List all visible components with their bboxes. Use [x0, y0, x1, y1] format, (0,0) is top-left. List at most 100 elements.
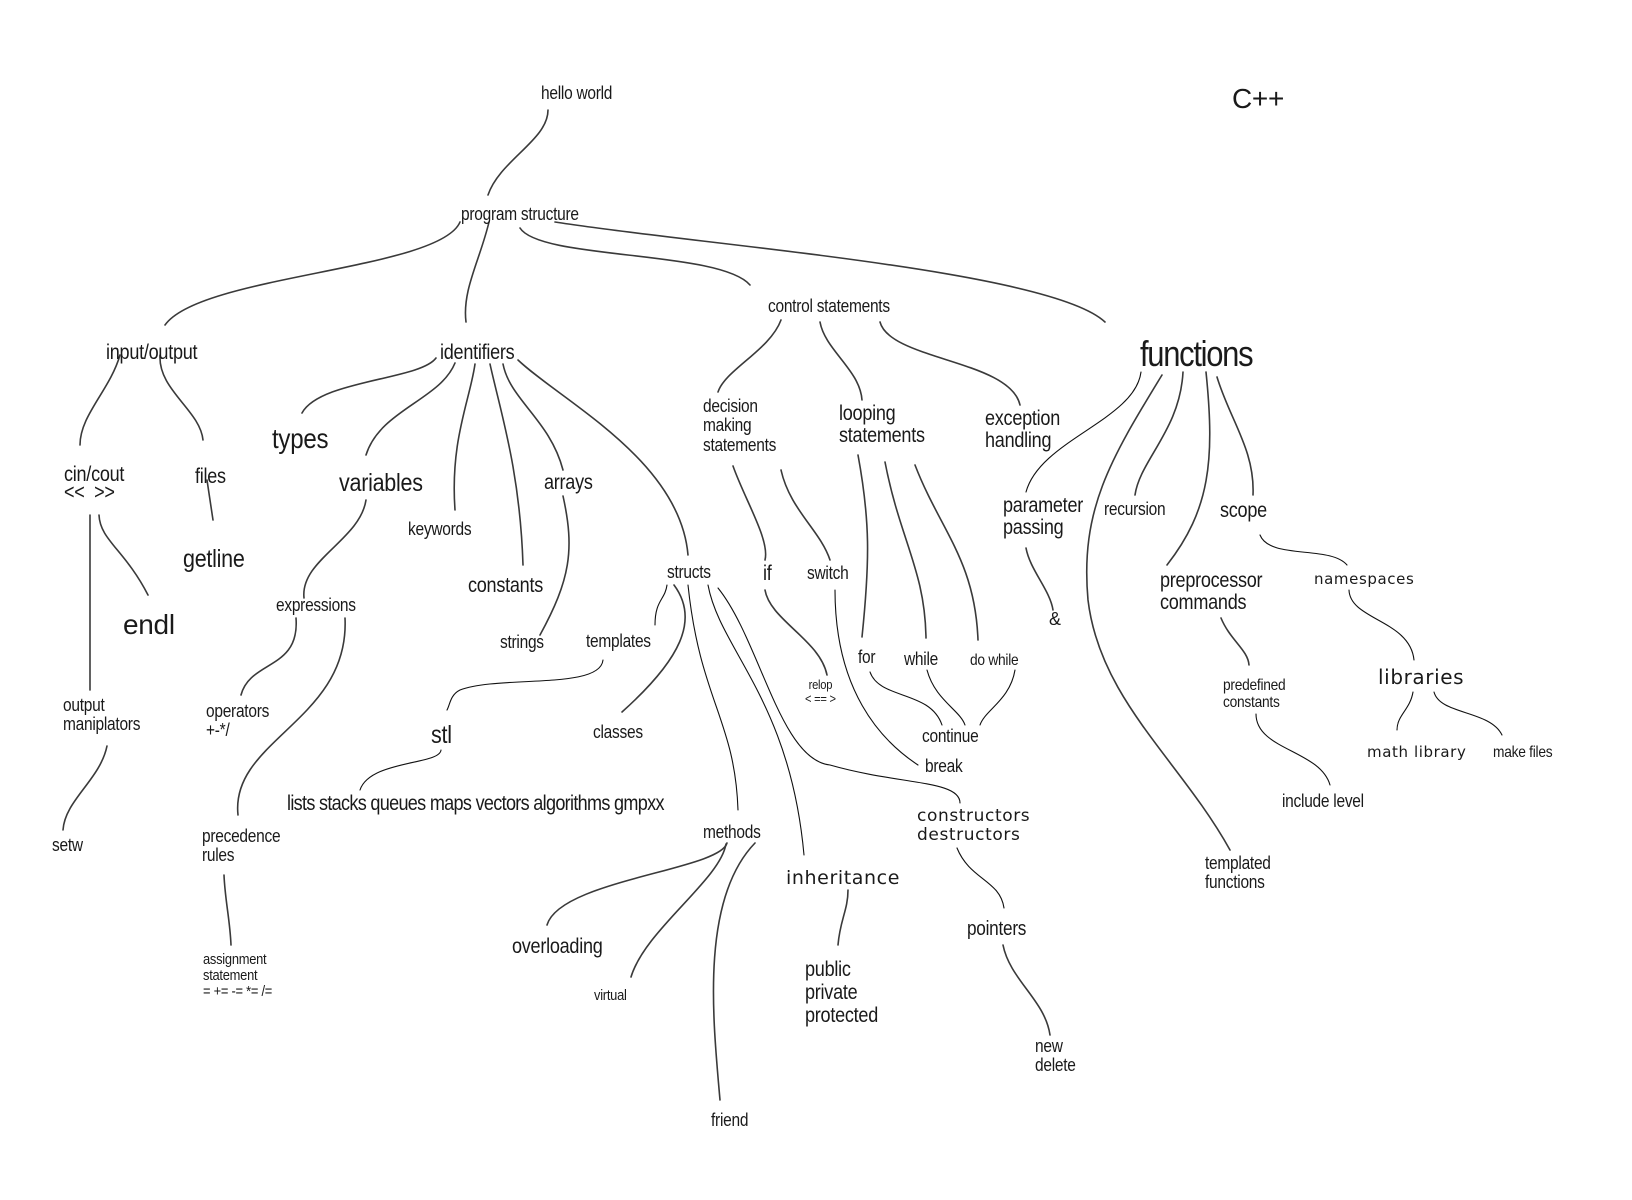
node-precedence-rules: precedence rules: [202, 826, 281, 865]
edge-methods-virtual: [630, 843, 727, 978]
node-math-library: math library: [1367, 743, 1467, 761]
edge-functions-recursion: [1134, 371, 1184, 496]
node-endl: endl: [123, 609, 175, 640]
edge-functions-scope: [1216, 376, 1254, 496]
node-output-manipulators: output maniplators: [63, 695, 141, 734]
node-structs: structs: [667, 562, 711, 582]
edge-libraries-math: [1396, 691, 1414, 731]
edge-structs-inheritance: [707, 584, 805, 856]
edge-program-structure-control-statements: [519, 227, 751, 286]
node-overloading: overloading: [512, 935, 603, 958]
node-strings: strings: [500, 632, 544, 652]
node-switch: switch: [807, 563, 849, 583]
node-setw: setw: [52, 835, 83, 855]
node-input-output: input/output: [106, 341, 198, 364]
node-hello-world: hello world: [541, 83, 613, 103]
edge-constructors-pointers: [956, 847, 1005, 909]
node-if: if: [763, 562, 772, 585]
node-looping-statements: looping statements: [839, 402, 925, 448]
node-access-specifiers: public private protected: [805, 958, 878, 1028]
node-assignment-statement: assignment statement = += -= *= /=: [203, 951, 273, 1000]
edge-stl-containers: [359, 749, 442, 791]
node-cin-cout: cin/cout << >>: [64, 463, 125, 504]
node-parameter-passing: parameter passing: [1003, 494, 1083, 540]
edge-predefined-include: [1255, 713, 1331, 786]
edge-input-output-files: [159, 354, 204, 441]
node-do-while: do while: [970, 652, 1019, 669]
edge-identifiers-variables: [365, 362, 456, 456]
node-break: break: [925, 756, 963, 776]
node-while: while: [904, 649, 938, 669]
edge-inheritance-access: [837, 889, 849, 946]
node-preprocessor-commands: preprocessor commands: [1160, 569, 1263, 615]
edge-looping-for: [857, 454, 869, 638]
node-identifiers: identifiers: [440, 341, 515, 364]
node-exception-handling: exception handling: [985, 407, 1060, 453]
edge-output-manipulators-setw: [62, 745, 108, 831]
edge-decision-if: [732, 465, 767, 561]
node-friend: friend: [711, 1110, 749, 1130]
edge-functions-preprocessor: [1166, 371, 1211, 566]
node-constants: constants: [468, 574, 543, 597]
edge-structs-constructors: [717, 587, 961, 804]
node-ampersand: &: [1049, 609, 1061, 629]
edge-variables-expressions: [303, 499, 367, 599]
node-include-level: include level: [1282, 791, 1364, 811]
edge-if-relop: [764, 589, 828, 676]
edge-preprocessor-predefined: [1220, 617, 1250, 666]
edge-expressions-precedence: [237, 617, 346, 816]
node-keywords: keywords: [408, 519, 472, 539]
node-continue: continue: [922, 726, 979, 746]
edge-functions-parameter: [1025, 371, 1142, 493]
edge-looping-do-while: [914, 464, 979, 641]
node-virtual: virtual: [594, 987, 627, 1004]
edge-control-decision: [717, 319, 782, 393]
node-stl: stl: [431, 721, 452, 749]
edge-scope-namespaces: [1259, 534, 1348, 566]
node-templates: templates: [586, 631, 651, 651]
edge-input-output-cin-cout: [79, 354, 121, 446]
node-recursion: recursion: [1104, 499, 1166, 519]
node-libraries: libraries: [1378, 665, 1465, 689]
edge-identifiers-types: [301, 357, 437, 414]
node-arrays: arrays: [544, 471, 593, 494]
node-expressions: expressions: [276, 595, 356, 615]
edge-structs-methods: [687, 584, 739, 811]
node-predefined-constants: predefined constants: [1223, 677, 1286, 711]
edge-methods-friend: [712, 842, 756, 1101]
node-functions: functions: [1140, 333, 1254, 374]
edge-decision-switch: [780, 469, 831, 561]
edge-identifiers-keywords: [453, 363, 476, 511]
edge-looping-while: [884, 461, 927, 639]
edge-identifiers-arrays: [502, 363, 564, 471]
node-scope: scope: [1220, 499, 1267, 522]
edge-precedence-assignment: [223, 874, 232, 946]
edge-expressions-operators: [240, 617, 297, 696]
node-decision-making: decision making statements: [703, 396, 777, 455]
node-classes: classes: [593, 722, 643, 742]
node-pointers: pointers: [967, 918, 1027, 940]
node-stl-containers: lists stacks queues maps vectors algorit…: [287, 792, 664, 815]
node-control-statements: control statements: [768, 296, 890, 316]
node-constructors-destructors: constructors destructors: [917, 806, 1031, 845]
edge-do-while-continue: [979, 669, 1016, 726]
node-operators: operators +-*/: [206, 701, 270, 740]
node-files: files: [195, 465, 226, 488]
edge-templates-stl: [446, 659, 604, 711]
edge-program-structure-functions: [554, 221, 1106, 323]
edge-identifiers-structs: [517, 359, 689, 556]
node-types: types: [272, 423, 329, 454]
edge-control-exception: [879, 321, 1021, 406]
node-new-delete: new delete: [1035, 1036, 1076, 1075]
edge-parameter-ampersand: [1025, 547, 1054, 611]
node-inheritance: inheritance: [786, 867, 901, 889]
edge-identifiers-constants: [489, 363, 524, 566]
edge-cin-cout-endl: [98, 514, 149, 596]
node-getline: getline: [183, 545, 245, 573]
edge-pointers-new-delete: [1002, 944, 1051, 1036]
node-methods: methods: [703, 822, 761, 842]
node-templated-functions: templated functions: [1205, 853, 1271, 892]
edge-switch-break: [834, 589, 919, 766]
